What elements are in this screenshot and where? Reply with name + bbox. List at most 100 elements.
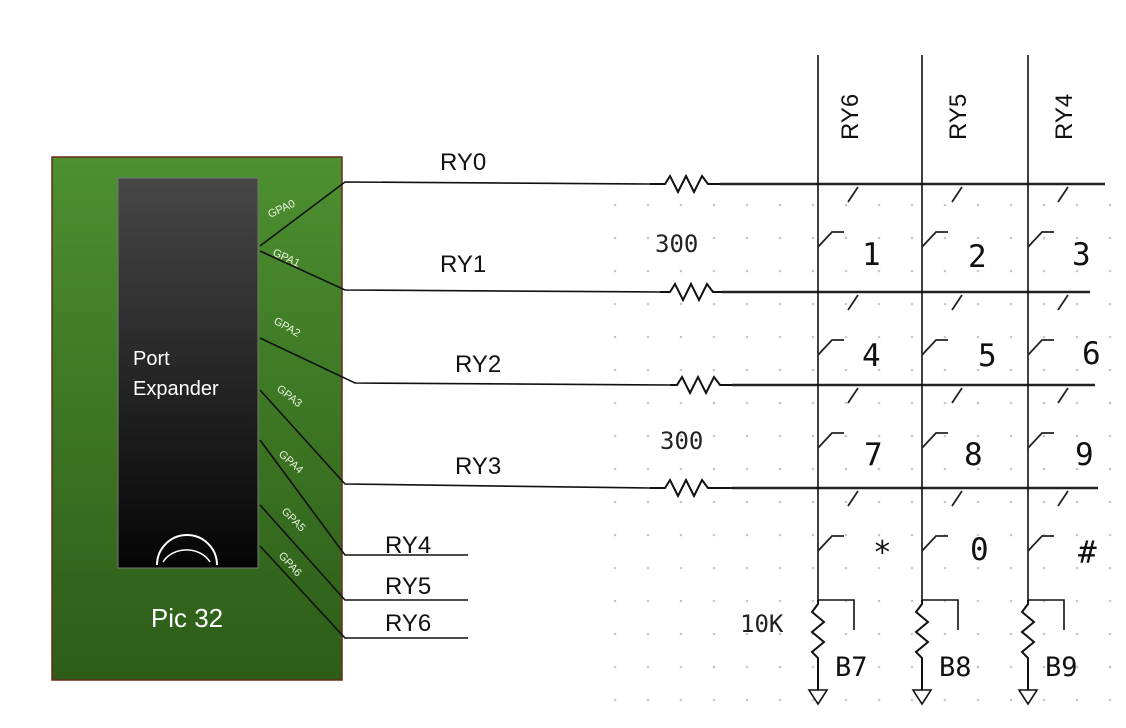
- grid-dot: [1042, 698, 1046, 702]
- grid-dot: [646, 269, 650, 273]
- net-label-ry1: RY1: [440, 251, 486, 278]
- grid-dot: [910, 269, 914, 273]
- column-lines: [817, 55, 1029, 600]
- wire-ry3: [259, 389, 651, 489]
- grid-dot: [679, 698, 683, 702]
- board-label: Pic 32: [151, 603, 223, 633]
- background-dot-grid: [613, 203, 1112, 702]
- grid-dot: [613, 632, 617, 636]
- grid-dot: [910, 203, 914, 207]
- grid-dot: [1108, 500, 1112, 504]
- net-label-ry5: RY5: [385, 573, 431, 600]
- grid-dot: [712, 566, 716, 570]
- grid-dot: [1042, 500, 1046, 504]
- key-switch-6: [1027, 294, 1069, 356]
- grid-dot: [976, 533, 980, 537]
- expander-label-line1: Port: [133, 348, 170, 370]
- grid-dot: [844, 698, 848, 702]
- output-label-b8: B8: [939, 652, 972, 683]
- grid-dot: [613, 269, 617, 273]
- grid-dot: [613, 434, 617, 438]
- grid-dot: [679, 401, 683, 405]
- grid-dot: [712, 632, 716, 636]
- grid-dot: [910, 335, 914, 339]
- key-switch-4: [817, 294, 859, 356]
- grid-dot: [1108, 632, 1112, 636]
- grid-dot: [778, 203, 782, 207]
- grid-dot: [712, 467, 716, 471]
- grid-dot: [811, 335, 815, 339]
- grid-dot: [1075, 302, 1079, 306]
- grid-dot: [646, 236, 650, 240]
- grid-dot: [844, 302, 848, 306]
- grid-dot: [1075, 467, 1079, 471]
- grid-dot: [613, 368, 617, 372]
- grid-dot: [1009, 203, 1013, 207]
- grid-dot: [778, 467, 782, 471]
- grid-dot: [646, 335, 650, 339]
- grid-dot: [976, 335, 980, 339]
- grid-dot: [1108, 335, 1112, 339]
- wire-ry1: [259, 250, 661, 293]
- chip-wires: [259, 181, 671, 639]
- grid-dot: [943, 566, 947, 570]
- net-label-ry6: RY6: [385, 610, 431, 637]
- grid-dot: [877, 533, 881, 537]
- ground-icon: [1017, 689, 1039, 706]
- grid-dot: [778, 269, 782, 273]
- key-label-hash: #: [1078, 535, 1097, 571]
- grid-dot: [679, 368, 683, 372]
- expander-label-line2: Expander: [133, 378, 219, 400]
- grid-dot: [844, 203, 848, 207]
- grid-dot: [910, 467, 914, 471]
- grid-dot: [1042, 335, 1046, 339]
- grid-dot: [976, 698, 980, 702]
- grid-dot: [778, 335, 782, 339]
- grid-dot: [745, 599, 749, 603]
- grid-dot: [1108, 269, 1112, 273]
- grid-dot: [910, 632, 914, 636]
- key-label-4: 4: [862, 338, 881, 374]
- ground-icon: [807, 689, 829, 706]
- grid-dot: [1009, 500, 1013, 504]
- grid-dot: [1075, 698, 1079, 702]
- grid-dot: [745, 401, 749, 405]
- grid-dot: [877, 401, 881, 405]
- grid-dot: [679, 599, 683, 603]
- grid-dot: [943, 269, 947, 273]
- key-label-2: 2: [968, 239, 987, 275]
- grid-dot: [1108, 401, 1112, 405]
- grid-dot: [1009, 335, 1013, 339]
- key-switch-hash: [1027, 490, 1069, 552]
- grid-dot: [646, 302, 650, 306]
- grid-dot: [1009, 401, 1013, 405]
- grid-dot: [1108, 467, 1112, 471]
- grid-dot: [844, 368, 848, 372]
- grid-dot: [811, 302, 815, 306]
- grid-dot: [745, 335, 749, 339]
- grid-dot: [811, 434, 815, 438]
- grid-dot: [679, 566, 683, 570]
- grid-dot: [679, 500, 683, 504]
- ground-icon: [911, 689, 933, 706]
- grid-dot: [943, 434, 947, 438]
- key-switches: [817, 186, 1069, 552]
- grid-dot: [679, 203, 683, 207]
- grid-dot: [679, 335, 683, 339]
- grid-dot: [1075, 269, 1079, 273]
- key-switch-8: [921, 387, 963, 449]
- grid-dot: [1075, 203, 1079, 207]
- grid-dot: [1009, 599, 1013, 603]
- grid-dot: [976, 467, 980, 471]
- grid-dot: [745, 269, 749, 273]
- grid-dot: [943, 665, 947, 669]
- wire-ry0: [259, 181, 651, 247]
- key-switch-star: [817, 490, 859, 552]
- grid-dot: [976, 665, 980, 669]
- grid-dot: [877, 566, 881, 570]
- grid-dot: [1009, 533, 1013, 537]
- grid-dot: [712, 434, 716, 438]
- grid-dot: [910, 401, 914, 405]
- grid-dot: [712, 698, 716, 702]
